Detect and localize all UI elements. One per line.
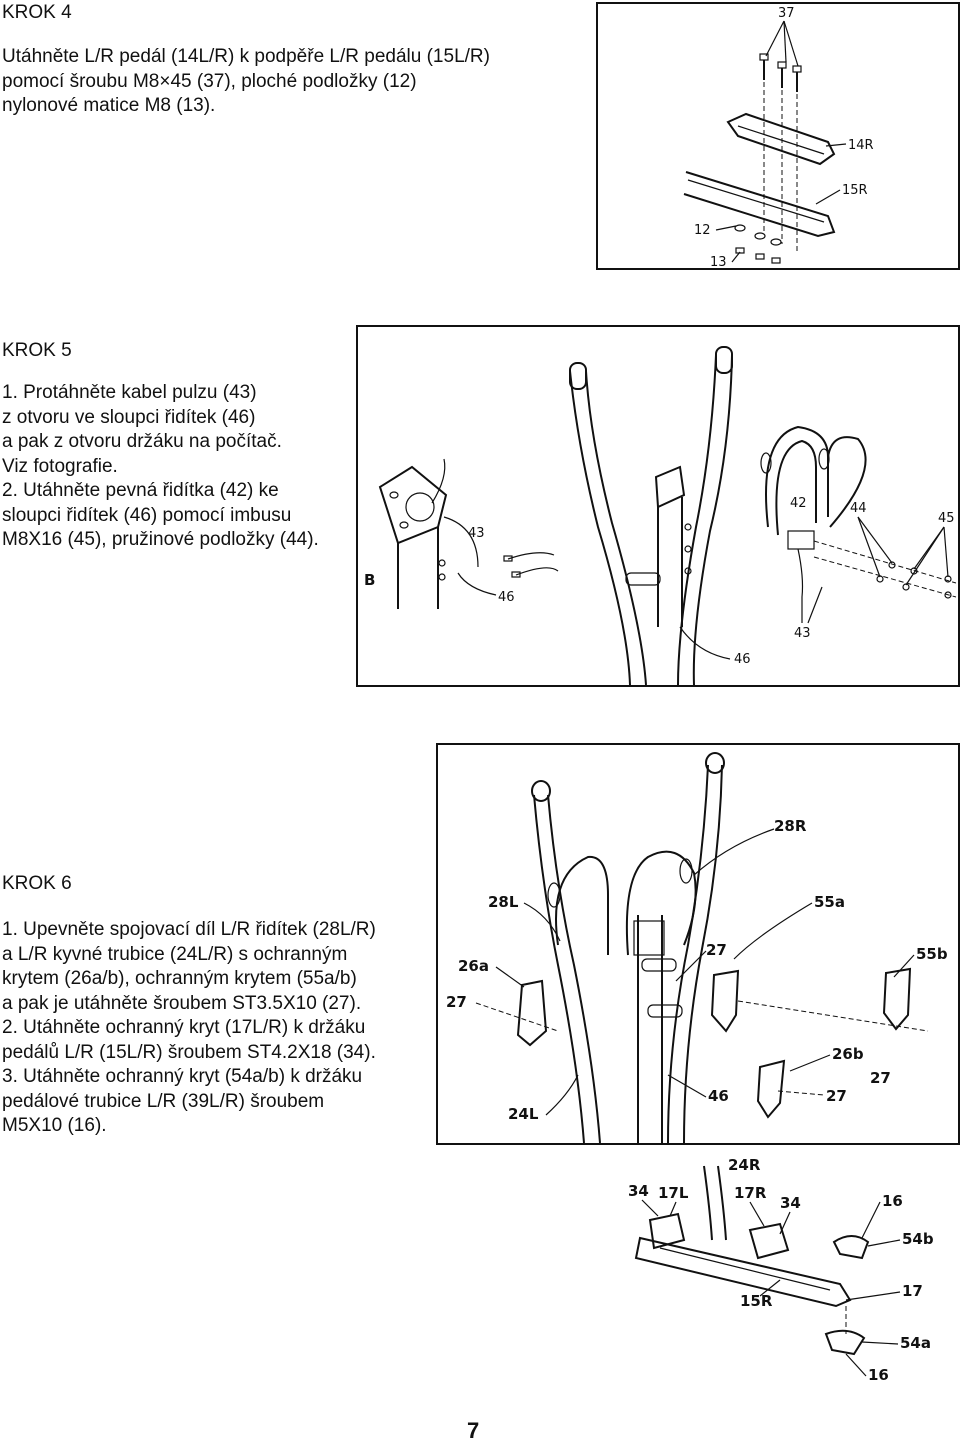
label-28R: 28R	[774, 817, 807, 835]
label-nut-13: 13	[710, 255, 727, 268]
label-24L: 24L	[508, 1105, 539, 1123]
step5-line: z otvoru ve sloupci řidítek (46)	[2, 406, 256, 428]
step5-line: 2. Utáhněte pevná řidítka (42) ke	[2, 480, 279, 501]
step5-diagram: B 43 46	[356, 325, 960, 687]
handle-28-icon	[547, 850, 697, 956]
step4-line: pomocí šroubu M8×45 (37), ploché podložk…	[2, 70, 417, 92]
step5-instructions: 1. Protáhněte kabel pulzu (43) z otvoru …	[2, 381, 319, 553]
step5-line: Viz fotografie.	[2, 455, 118, 477]
fixed-handlebar-icon	[760, 425, 867, 598]
step5-line: M8X16 (45), pružinové podložky (44).	[2, 529, 319, 550]
step6-line: a L/R kyvné trubice (24L/R) s ochranným	[2, 943, 348, 965]
step5-heading: KROK 5	[2, 340, 72, 361]
step6-line: pedálové trubice L/R (39L/R) šroubem	[2, 1090, 325, 1112]
step6-instructions: 1. Upevněte spojovací díl L/R řidítek (2…	[2, 918, 376, 1139]
label-16-a: 16	[882, 1192, 903, 1210]
label-bolt-45: 45	[938, 511, 955, 526]
step4-diagram: 37 14R 15R 12 13	[596, 2, 960, 270]
label-16-b: 16	[868, 1366, 889, 1384]
arm-tubes-icon	[531, 752, 725, 1144]
bolt-icon	[759, 53, 802, 92]
step6-line: a pak je utáhněte šroubem ST3.5X10 (27).	[2, 992, 362, 1014]
label-27-d: 27	[826, 1087, 847, 1105]
label-post-46: 46	[498, 590, 515, 605]
label-54b: 54b	[902, 1230, 934, 1248]
step6-line: M5X10 (16).	[2, 1115, 107, 1136]
label-34-a: 34	[628, 1182, 649, 1200]
pedal-support-icon	[634, 1165, 870, 1356]
page-number: 7	[467, 1418, 480, 1443]
protective-cover-icon	[516, 967, 912, 1119]
label-26a: 26a	[458, 957, 489, 975]
label-27-a: 27	[706, 941, 727, 959]
label-28L: 28L	[488, 893, 519, 911]
label-34-b: 34	[780, 1194, 801, 1212]
step6-line: 2. Utáhněte ochranný kryt (17L/R) k držá…	[2, 1017, 366, 1038]
label-support-15R: 15R	[842, 183, 868, 198]
label-detail-B: B	[364, 571, 375, 589]
label-55b: 55b	[916, 945, 948, 963]
label-17R: 17R	[734, 1184, 767, 1202]
label-handlebar-42: 42	[790, 496, 807, 511]
label-54a: 54a	[900, 1334, 931, 1352]
handlebar-frame-icon	[569, 346, 733, 686]
label-cable-43-b: 43	[794, 626, 811, 641]
label-cable-43: 43	[468, 526, 485, 541]
step6-line: krytem (26a/b), ochranným krytem (55a/b)	[2, 968, 357, 989]
bracket-icon	[378, 465, 448, 609]
label-24R: 24R	[728, 1156, 761, 1174]
step6-diagram: 28R 28L 55a 26a 27 55b 27 26b 27 27 46 2…	[436, 743, 960, 1145]
step4-line: Utáhněte L/R pedál (14L/R) k podpěře L/R…	[2, 46, 490, 67]
label-pedal-14R: 14R	[848, 138, 874, 153]
label-27-c: 27	[870, 1069, 891, 1087]
step6-line: pedálů L/R (15L/R) šroubem ST4.2X18 (34)…	[2, 1041, 376, 1063]
cable-icon	[503, 552, 559, 578]
step6-line: 1. Upevněte spojovací díl L/R řidítek (2…	[2, 919, 376, 940]
label-26b: 26b	[832, 1045, 864, 1063]
label-46: 46	[708, 1087, 729, 1105]
label-27-b: 27	[446, 993, 467, 1011]
label-17: 17	[902, 1282, 923, 1300]
nut-icon	[735, 247, 781, 264]
support-bar-icon	[683, 171, 836, 238]
label-bolt-37: 37	[778, 6, 795, 21]
label-55a: 55a	[814, 893, 845, 911]
label-15R: 15R	[740, 1292, 773, 1310]
pedal-icon	[726, 112, 836, 166]
label-washer-12: 12	[694, 223, 711, 238]
label-17L: 17L	[658, 1184, 689, 1202]
step6-line: 3. Utáhněte ochranný kryt (54a/b) k držá…	[2, 1066, 363, 1087]
step4-instructions: Utáhněte L/R pedál (14L/R) k podpěře L/R…	[2, 45, 490, 119]
label-washer-44: 44	[850, 501, 867, 516]
step5-line: sloupci řidítek (46) pomocí imbusu	[2, 504, 292, 526]
step5-line: a pak z otvoru držáku na počítač.	[2, 431, 282, 452]
label-post-46-b: 46	[734, 652, 751, 667]
step6-heading: KROK 6	[2, 873, 72, 894]
step5-line: 1. Protáhněte kabel pulzu (43)	[2, 382, 257, 403]
step4-line: nylonové matice M8 (13).	[2, 95, 216, 116]
washer-icon	[734, 224, 782, 246]
step4-heading: KROK 4	[2, 2, 72, 23]
step6-pedal-cover-diagram: 24R 34 17L 17R 34 16 54b 15R 17 54a 16	[600, 1150, 960, 1396]
